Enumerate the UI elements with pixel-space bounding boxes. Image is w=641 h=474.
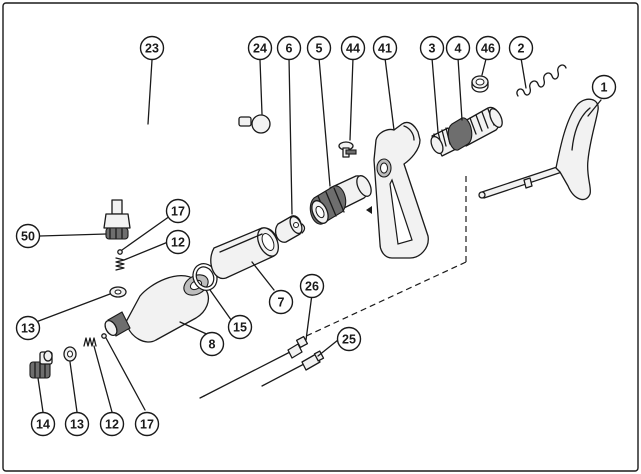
callout-c14: 14	[30, 411, 56, 437]
callout-circle	[99, 411, 125, 437]
part-17-ball-lower	[101, 333, 107, 339]
callout-circle	[336, 326, 362, 352]
callout-c13b: 13	[64, 411, 90, 437]
part-46-small-ring	[471, 75, 489, 93]
callout-circle	[165, 229, 191, 255]
callout-circle	[276, 35, 302, 61]
callout-circle	[64, 411, 90, 437]
callout-number: 13	[21, 322, 35, 336]
callout-c17b: 17	[134, 411, 160, 437]
callout-number: 17	[140, 418, 154, 432]
part-2-spring	[516, 64, 567, 97]
callout-circle	[340, 35, 366, 61]
callout-circle	[299, 273, 325, 299]
part-12-spring-lower	[83, 337, 97, 347]
callout-circle	[445, 35, 471, 61]
callout-c24: 24	[247, 35, 273, 61]
part-6-piston	[274, 215, 306, 243]
callout-number: 14	[36, 418, 50, 432]
part-5-adapter-nut	[309, 175, 372, 225]
callout-number: 50	[21, 230, 35, 244]
callout-c1: 1	[591, 74, 617, 100]
callout-number: 15	[233, 321, 247, 335]
callout-number: 26	[305, 280, 319, 294]
callout-number: 7	[278, 296, 285, 310]
callout-circle	[227, 314, 253, 340]
callout-c23: 23	[139, 35, 165, 61]
assembly-guide-line	[301, 176, 467, 339]
callout-number: 23	[145, 42, 159, 56]
callout-circle	[372, 35, 398, 61]
part-1-plunger-rod	[478, 98, 599, 201]
part-13-washer-upper	[109, 286, 127, 298]
callout-number: 44	[346, 42, 360, 56]
callout-circle	[591, 74, 617, 100]
callout-circle	[139, 35, 165, 61]
part-7-glass-cylinder	[210, 227, 279, 280]
callout-c8: 8	[199, 331, 225, 357]
part-25-needle-short	[261, 350, 325, 387]
callout-number: 3	[429, 42, 436, 56]
callout-c3: 3	[419, 35, 445, 61]
callout-number: 6	[286, 42, 293, 56]
callout-number: 17	[171, 205, 185, 219]
part-24-ball-valve	[238, 114, 271, 134]
callout-circle	[134, 411, 160, 437]
callout-c15: 15	[227, 314, 253, 340]
part-44-screw	[338, 141, 357, 158]
callout-number: 5	[316, 42, 323, 56]
callout-c12a: 12	[165, 229, 191, 255]
callout-c2: 2	[508, 35, 534, 61]
callout-number: 8	[209, 338, 216, 352]
callout-c6: 6	[276, 35, 302, 61]
part-50-hose-connector	[103, 199, 131, 240]
callout-c7: 7	[268, 289, 294, 315]
callout-circle	[247, 35, 273, 61]
part-23-hose	[115, 118, 242, 202]
part-12-spring-upper	[115, 257, 125, 271]
callout-circle	[475, 35, 501, 61]
callout-circle	[15, 223, 41, 249]
part-13-washer-lower	[63, 346, 77, 362]
callout-circle	[306, 35, 332, 61]
callout-c5: 5	[306, 35, 332, 61]
callout-circle	[199, 331, 225, 357]
part-17-ball-upper	[117, 249, 123, 255]
part-14-fitting	[29, 350, 53, 379]
callout-circle	[15, 315, 41, 341]
callout-c50: 50	[15, 223, 41, 249]
callout-c44: 44	[340, 35, 366, 61]
callout-circle	[419, 35, 445, 61]
part-26-needle-long	[199, 335, 309, 399]
callout-circle	[508, 35, 534, 61]
callout-c26: 26	[299, 273, 325, 299]
callout-number: 12	[171, 236, 185, 250]
alignment-marker	[366, 206, 372, 214]
callout-number: 13	[70, 418, 84, 432]
part-41-handle-frame	[373, 121, 429, 259]
callout-number: 46	[481, 42, 495, 56]
callout-number: 41	[378, 42, 392, 56]
callout-number: 1	[601, 81, 608, 95]
callout-number: 4	[455, 42, 462, 56]
callout-c12b: 12	[99, 411, 125, 437]
callout-circle	[165, 198, 191, 224]
callout-circle	[30, 411, 56, 437]
callout-c41: 41	[372, 35, 398, 61]
part-4-collar	[447, 106, 503, 151]
callout-number: 25	[342, 333, 356, 347]
callout-c13a: 13	[15, 315, 41, 341]
callout-c4: 4	[445, 35, 471, 61]
callout-c17a: 17	[165, 198, 191, 224]
callout-number: 2	[518, 42, 525, 56]
callout-number: 12	[105, 418, 119, 432]
callout-c25: 25	[336, 326, 362, 352]
callout-number: 24	[253, 42, 267, 56]
callout-circle	[268, 289, 294, 315]
callout-c46: 46	[475, 35, 501, 61]
